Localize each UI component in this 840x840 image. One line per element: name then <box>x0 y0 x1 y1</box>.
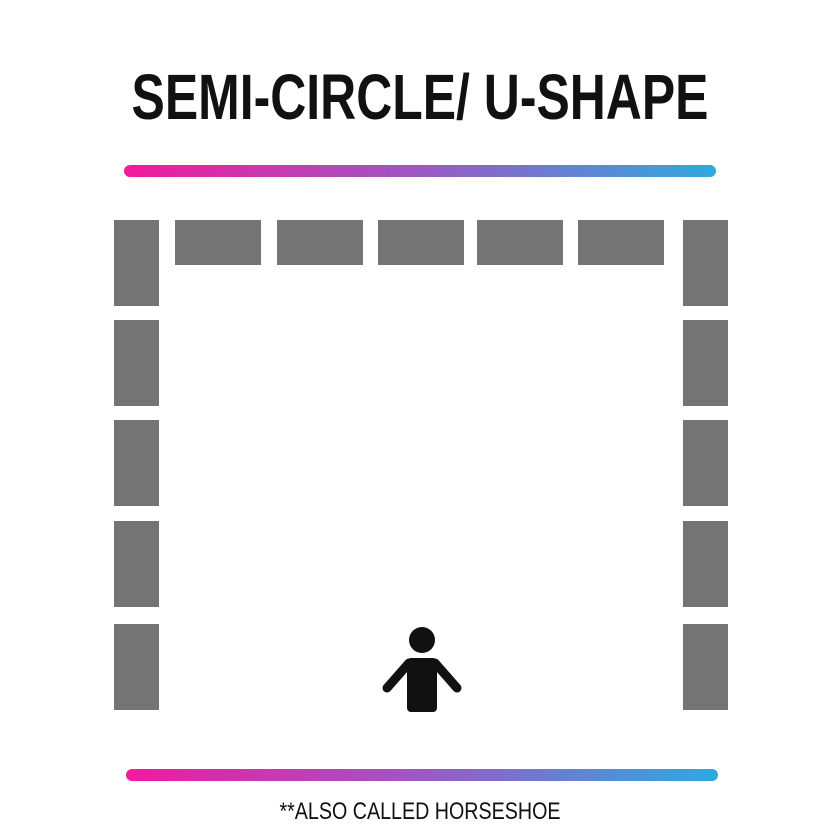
desk-right-3 <box>683 420 728 506</box>
gradient-divider-top <box>124 165 716 177</box>
desk-left-4 <box>114 521 159 607</box>
desk-top-3 <box>378 220 464 265</box>
desk-right-4 <box>683 521 728 607</box>
gradient-divider-bottom <box>126 769 718 781</box>
desk-left-1 <box>114 220 159 306</box>
page-title: SEMI-CIRCLE/ U-SHAPE <box>131 61 709 133</box>
desk-top-5 <box>578 220 664 265</box>
desk-right-2 <box>683 320 728 406</box>
desk-right-5 <box>683 624 728 710</box>
person-icon <box>382 627 462 712</box>
desk-left-5 <box>114 624 159 710</box>
desk-left-3 <box>114 420 159 506</box>
desk-top-4 <box>477 220 563 265</box>
desk-right-1 <box>683 220 728 306</box>
footnote: **ALSO CALLED HORSESHOE <box>279 798 561 825</box>
desk-top-1 <box>175 220 261 265</box>
desk-top-2 <box>277 220 363 265</box>
desk-left-2 <box>114 320 159 406</box>
